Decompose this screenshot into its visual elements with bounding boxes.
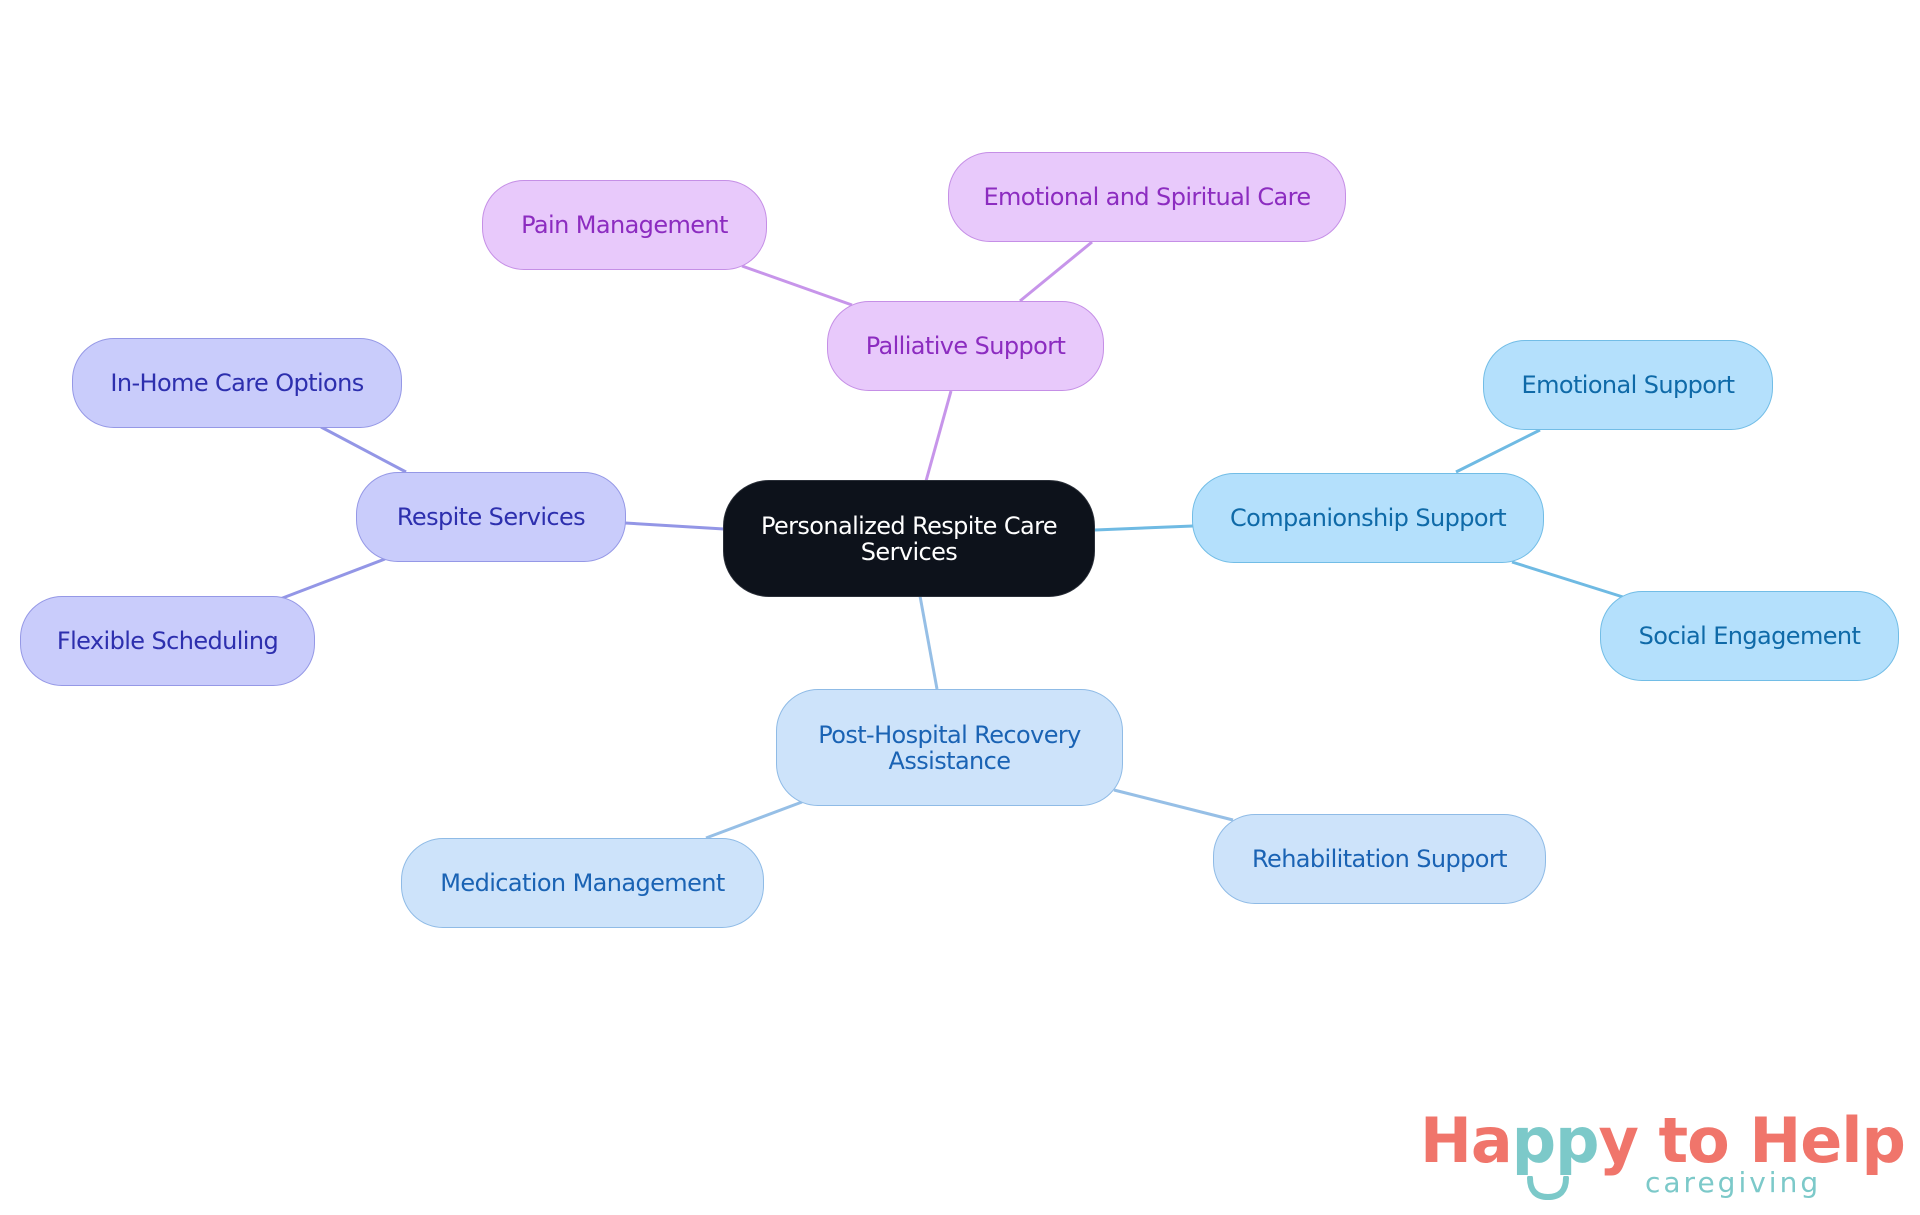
node-label: Emotional and Spiritual Care bbox=[983, 183, 1311, 211]
edge-posthospital-rehab bbox=[1113, 788, 1234, 822]
edge-palliative-spiritual bbox=[1019, 240, 1093, 303]
node-label: Pain Management bbox=[521, 211, 728, 239]
node-label: Flexible Scheduling bbox=[56, 627, 279, 655]
node-label: Emotional Support bbox=[1521, 371, 1735, 399]
edge-root-respite bbox=[624, 521, 725, 531]
node-flexible-scheduling[interactable]: Flexible Scheduling bbox=[20, 596, 315, 686]
node-post-hospital-recovery[interactable]: Post-Hospital Recovery Assistance bbox=[776, 689, 1123, 806]
node-label: Post-Hospital Recovery Assistance bbox=[818, 720, 1081, 775]
happy-to-help-logo: Happy to Help caregiving bbox=[1420, 1100, 1906, 1210]
node-label: Rehabilitation Support bbox=[1252, 845, 1508, 873]
node-label: In-Home Care Options bbox=[110, 369, 364, 397]
edge-companionship-emotional bbox=[1455, 428, 1541, 474]
logo-wordmark: Happy to Help bbox=[1420, 1104, 1906, 1177]
node-label: Medication Management bbox=[440, 869, 725, 897]
node-social-engagement[interactable]: Social Engagement bbox=[1600, 591, 1899, 681]
smile-icon bbox=[1527, 1176, 1569, 1200]
node-rehabilitation-support[interactable]: Rehabilitation Support bbox=[1213, 814, 1546, 904]
node-label: Palliative Support bbox=[865, 332, 1066, 360]
edge-root-palliative bbox=[924, 390, 953, 482]
logo-tagline: caregiving bbox=[1645, 1166, 1822, 1199]
node-palliative-support[interactable]: Palliative Support bbox=[827, 301, 1104, 391]
node-emotional-spiritual-care[interactable]: Emotional and Spiritual Care bbox=[948, 152, 1346, 242]
edge-root-companionship bbox=[1094, 524, 1194, 532]
edge-respite-inhome bbox=[320, 425, 407, 474]
root-node[interactable]: Personalized Respite Care Services bbox=[723, 480, 1095, 597]
node-label: Companionship Support bbox=[1229, 504, 1507, 532]
node-pain-management[interactable]: Pain Management bbox=[482, 180, 767, 270]
edge-root-posthospital bbox=[918, 595, 939, 690]
edge-posthospital-medication bbox=[705, 800, 803, 840]
node-respite-services[interactable]: Respite Services bbox=[356, 472, 626, 562]
root-node-label: Personalized Respite Care Services bbox=[760, 511, 1058, 566]
node-label: Social Engagement bbox=[1638, 622, 1861, 650]
edge-palliative-pain bbox=[741, 264, 853, 307]
edge-respite-flexible bbox=[279, 557, 386, 601]
node-companionship-support[interactable]: Companionship Support bbox=[1192, 473, 1544, 563]
edge-companionship-social bbox=[1511, 560, 1624, 599]
node-label: Respite Services bbox=[396, 503, 586, 531]
node-in-home-care-options[interactable]: In-Home Care Options bbox=[72, 338, 402, 428]
node-emotional-support[interactable]: Emotional Support bbox=[1483, 340, 1773, 430]
node-medication-management[interactable]: Medication Management bbox=[401, 838, 764, 928]
